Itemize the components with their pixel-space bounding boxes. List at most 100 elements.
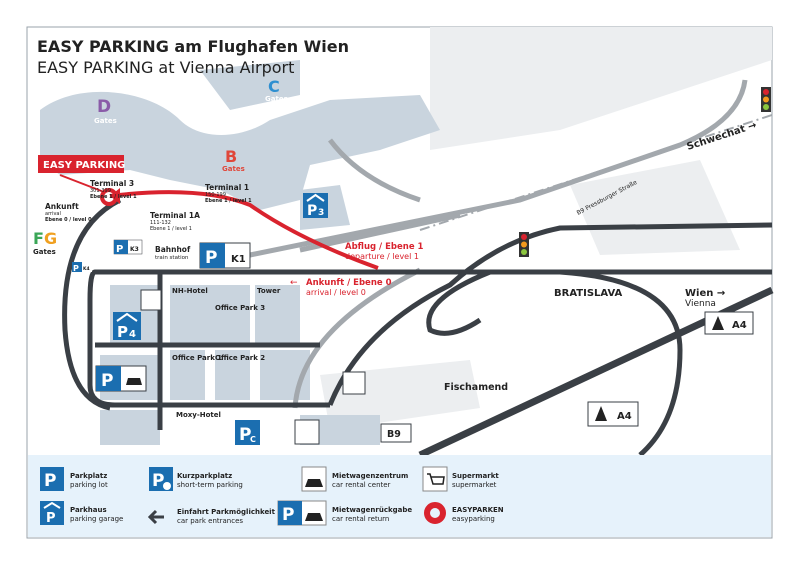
terminal-3-label: Terminal 3 bbox=[90, 179, 134, 188]
gate-fg-label: Gates bbox=[33, 248, 56, 256]
svg-text:P: P bbox=[152, 471, 164, 491]
terminal-1a-gates: 111-132 bbox=[150, 220, 171, 226]
legend-title: Mietwagenzentrum bbox=[332, 472, 408, 480]
a4-label: A4 bbox=[732, 320, 747, 331]
b9-sign: B9 bbox=[380, 423, 412, 443]
gate-f: F bbox=[33, 229, 44, 248]
tower-label: Tower bbox=[257, 287, 281, 295]
fuel-station-icon bbox=[342, 371, 366, 395]
arrival-arrow-icon: ← bbox=[290, 278, 298, 288]
legend-sub: easyparking bbox=[452, 515, 495, 523]
gate-c-label: Gates bbox=[265, 95, 288, 103]
legend-title: Supermarkt bbox=[452, 472, 499, 480]
parking-k3[interactable]: P K3 bbox=[113, 239, 143, 255]
arrival-road-label: Ankunft / Ebene 0 bbox=[306, 278, 392, 288]
svg-text:P: P bbox=[73, 264, 79, 273]
pc-label: C bbox=[250, 435, 256, 444]
parking-k1[interactable]: P K1 bbox=[199, 242, 251, 269]
a4-sign: A4 bbox=[704, 311, 754, 335]
svg-text:P: P bbox=[282, 505, 294, 525]
land-areas bbox=[320, 27, 772, 430]
arrival-label: Ankunft bbox=[45, 202, 79, 211]
svg-text:P: P bbox=[46, 511, 56, 526]
parking-garage-p3[interactable]: P 3 bbox=[303, 193, 328, 219]
legend-title: Parkplatz bbox=[70, 472, 107, 480]
legend-title: Einfahrt Parkmöglichkeit bbox=[177, 508, 276, 516]
gate-b: B bbox=[225, 147, 237, 166]
p3-label: 3 bbox=[318, 208, 324, 218]
terminal-1a-label: Terminal 1A bbox=[150, 211, 200, 220]
gate-b-label: Gates bbox=[222, 165, 245, 173]
office-park-3-label: Office Park 3 bbox=[215, 304, 265, 312]
train-station-label: Bahnhof bbox=[155, 245, 191, 254]
moxy-hotel-label: Moxy-Hotel bbox=[176, 411, 221, 419]
legend-sub: car rental return bbox=[332, 515, 389, 523]
wien-label: Wien → bbox=[685, 288, 725, 299]
train-station-label-en: train station bbox=[155, 255, 189, 261]
legend-title: Parkhaus bbox=[70, 506, 107, 514]
terminal-3-level: Ebene 1 / level 1 bbox=[90, 194, 137, 200]
svg-text:P: P bbox=[116, 244, 123, 255]
arrival-level: Ebene 0 / level 0 bbox=[45, 217, 92, 223]
callout-line bbox=[59, 174, 105, 193]
easy-parking-route bbox=[109, 190, 379, 270]
legend-sub: parking lot bbox=[70, 481, 108, 489]
easyparking-ring-icon bbox=[100, 188, 118, 206]
legend-title: Kurzparkplatz bbox=[177, 472, 232, 480]
nh-hotel-label: NH-Hotel bbox=[172, 287, 208, 295]
supermarket-icon bbox=[294, 419, 320, 445]
k3-label: K3 bbox=[130, 246, 139, 253]
terminal-1-level: Ebene 1 / level 1 bbox=[205, 198, 252, 204]
svg-text:P: P bbox=[117, 323, 128, 341]
legend-sub: short-term parking bbox=[177, 481, 243, 489]
svg-text:P: P bbox=[101, 371, 113, 391]
office-park-2-label: Office Park 2 bbox=[215, 354, 265, 362]
k1-label: K1 bbox=[231, 254, 246, 265]
map-title: EASY PARKING am Flughafen Wien bbox=[37, 37, 349, 56]
fischamend-label: Fischamend bbox=[444, 382, 508, 393]
departure-label-en: departure / level 1 bbox=[345, 252, 419, 261]
a4-sign-2: A4 bbox=[587, 401, 639, 427]
arrival-road-label-en: arrival / level 0 bbox=[306, 288, 366, 297]
parking-pc[interactable]: P C bbox=[235, 420, 260, 445]
office-park-1-label: Office Park 1 bbox=[172, 354, 222, 362]
terminal-1-label: Terminal 1 bbox=[205, 183, 249, 192]
k4-label: K4 bbox=[83, 266, 90, 272]
easyparking-ring-icon bbox=[424, 502, 446, 524]
arrival-label-en: arrival bbox=[45, 211, 61, 217]
parking-icon bbox=[40, 467, 64, 491]
b9-label: B9 bbox=[387, 429, 401, 440]
railway bbox=[419, 114, 773, 231]
callout-text: EASY PARKING bbox=[43, 160, 125, 171]
terminal-labels: Terminal 3 301-399 Ebene 1 / level 1 Ter… bbox=[45, 179, 281, 419]
gate-g: G bbox=[44, 229, 57, 248]
parking-k4[interactable]: P K4 bbox=[72, 262, 92, 273]
arrow-left-icon bbox=[147, 509, 164, 525]
legend-sub: supermarket bbox=[452, 481, 497, 489]
car-rental-icon bbox=[140, 289, 162, 311]
terminal-3-gates: 301-399 bbox=[90, 188, 111, 194]
gate-c: C bbox=[268, 77, 280, 96]
legend-background bbox=[28, 455, 771, 537]
svg-text:P: P bbox=[44, 471, 56, 491]
easy-parking-callout: EASY PARKING bbox=[38, 155, 125, 173]
parking-garage-p4[interactable]: P 4 bbox=[113, 289, 162, 341]
terminal-1-gates: 150-199 bbox=[205, 192, 226, 198]
terminal-1a-level: Ebene 1 / level 1 bbox=[150, 226, 192, 232]
a4-label-2: A4 bbox=[617, 411, 632, 422]
p4-label: 4 bbox=[129, 329, 136, 340]
legend-title: EASYPARKEN bbox=[452, 506, 504, 514]
svg-text:P: P bbox=[239, 425, 251, 445]
traffic-light-icon bbox=[761, 87, 771, 112]
traffic-light-icon bbox=[519, 232, 529, 257]
vienna-label: Vienna bbox=[685, 299, 716, 309]
gate-d: D bbox=[97, 97, 111, 117]
svg-text:P: P bbox=[307, 203, 317, 219]
legend-sub: parking garage bbox=[70, 515, 123, 523]
parking-garage-icon bbox=[40, 501, 64, 525]
secondary-roads bbox=[249, 79, 748, 409]
car-rental-return-icon: P bbox=[277, 500, 327, 526]
parking-rental-return[interactable]: P bbox=[95, 365, 147, 392]
map-subtitle: EASY PARKING at Vienna Airport bbox=[37, 58, 294, 77]
